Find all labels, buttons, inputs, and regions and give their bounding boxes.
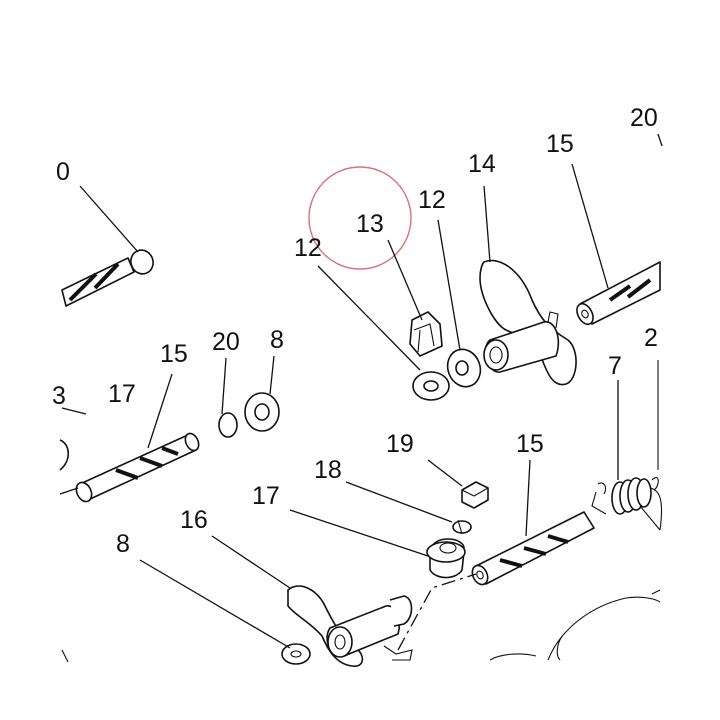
washer-lower xyxy=(412,371,450,401)
label-2-edge: 2 xyxy=(644,324,658,352)
washer-middle xyxy=(244,392,280,432)
label-3-edge: 3 xyxy=(52,382,66,410)
label-8-low: 8 xyxy=(116,530,130,558)
left-bottom-fragment xyxy=(61,649,69,663)
label-20-left: 0 xyxy=(56,158,70,186)
label-12-left: 12 xyxy=(294,234,322,262)
cap xyxy=(461,481,489,509)
washer-bottom-left xyxy=(281,643,311,665)
shaft-top-left xyxy=(61,257,135,307)
shaft-middle-left xyxy=(75,432,200,503)
spring-coil xyxy=(591,477,663,531)
label-17-left: 17 xyxy=(108,380,136,408)
shaft-top-right xyxy=(576,261,661,326)
shaft-lower xyxy=(471,511,595,586)
clip-bushing xyxy=(409,311,443,357)
label-7: 7 xyxy=(608,352,622,380)
lever-arm-top xyxy=(479,259,577,386)
o-ring-top-left xyxy=(130,249,154,275)
assembly-axis-line xyxy=(397,573,477,651)
label-19: 19 xyxy=(386,430,414,458)
label-20-top: 20 xyxy=(630,104,658,132)
circlip xyxy=(452,519,472,535)
washer-upper xyxy=(446,348,482,388)
lever-arm-bottom xyxy=(287,585,413,667)
callout-labels: 0 20 15 14 12 13 12 15 20 8 17 3 2 7 19 … xyxy=(52,104,658,558)
housing-fragment xyxy=(489,589,661,661)
label-15-top: 15 xyxy=(546,130,574,158)
label-15-low: 15 xyxy=(516,430,544,458)
leader-lines xyxy=(59,133,663,649)
o-ring-middle xyxy=(218,412,238,438)
label-15-mid: 15 xyxy=(160,340,188,368)
label-20-mid: 20 xyxy=(212,328,240,356)
label-18: 18 xyxy=(314,456,342,484)
right-edge-fragment xyxy=(639,505,661,531)
label-17-low: 17 xyxy=(252,482,280,510)
label-13: 13 xyxy=(356,210,384,238)
label-16: 16 xyxy=(180,506,208,534)
bushing-flanged xyxy=(426,538,466,579)
highlight-circle xyxy=(308,166,412,270)
label-8-mid: 8 xyxy=(270,326,284,354)
label-12-right: 12 xyxy=(418,186,446,214)
left-edge-fragment xyxy=(59,439,70,471)
label-14: 14 xyxy=(468,150,496,178)
